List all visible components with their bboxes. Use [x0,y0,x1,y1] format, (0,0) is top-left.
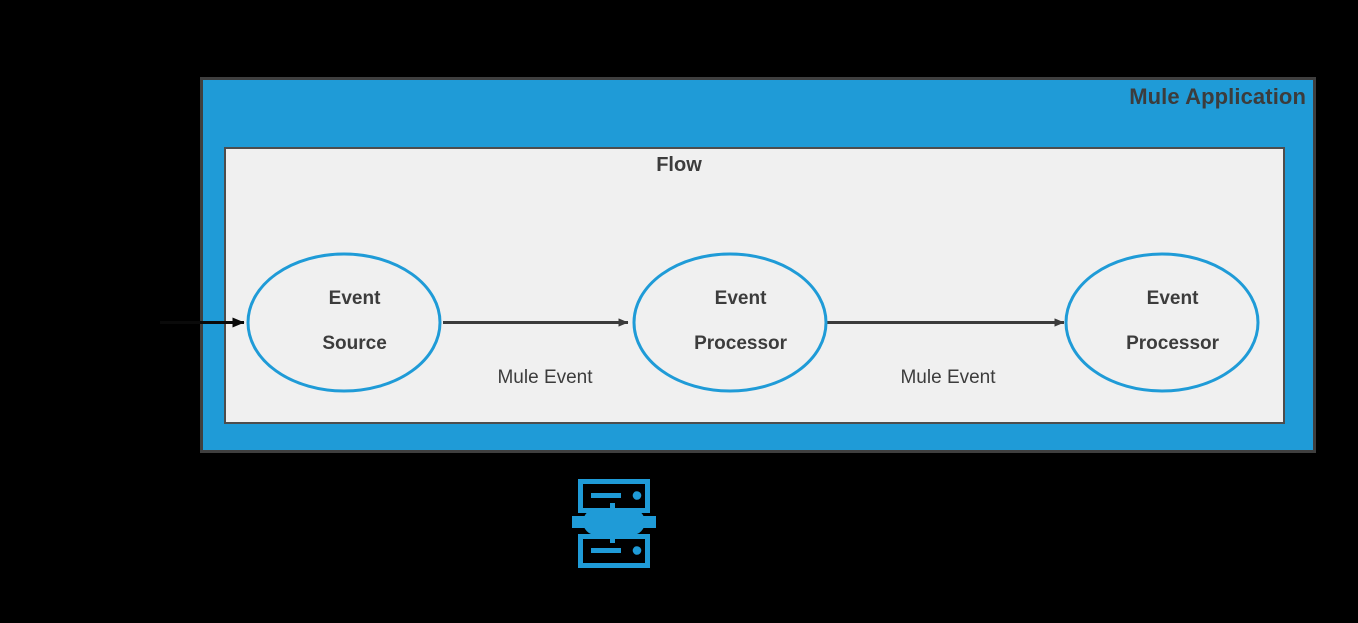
mule-runtime-server-icon [572,479,656,568]
capsule-body [583,509,645,535]
flow-panel-title: Flow [656,154,702,176]
node-event-source[interactable] [246,252,442,393]
node-label-line2: Source [322,333,387,355]
node-label-line1: Event [328,288,381,310]
node-event-processor-1[interactable] [632,252,828,393]
node-event-processor-2[interactable] [1064,252,1260,393]
node-label-line1: Event [1146,288,1199,310]
edge-label-1: Mule Event [497,366,593,388]
edge-label-2: Mule Event [900,366,996,388]
node-label-line2: Processor [1126,333,1220,355]
mule-application-title: Mule Application [1129,84,1306,109]
node-label-line2: Processor [694,333,788,355]
node-label-event-source: Event Source [301,266,387,378]
server-rack-bottom [578,534,650,568]
node-label-event-processor-1: Event Processor [673,266,787,378]
node-label-line1: Event [714,288,767,310]
node-label-event-processor-2: Event Processor [1105,266,1219,378]
